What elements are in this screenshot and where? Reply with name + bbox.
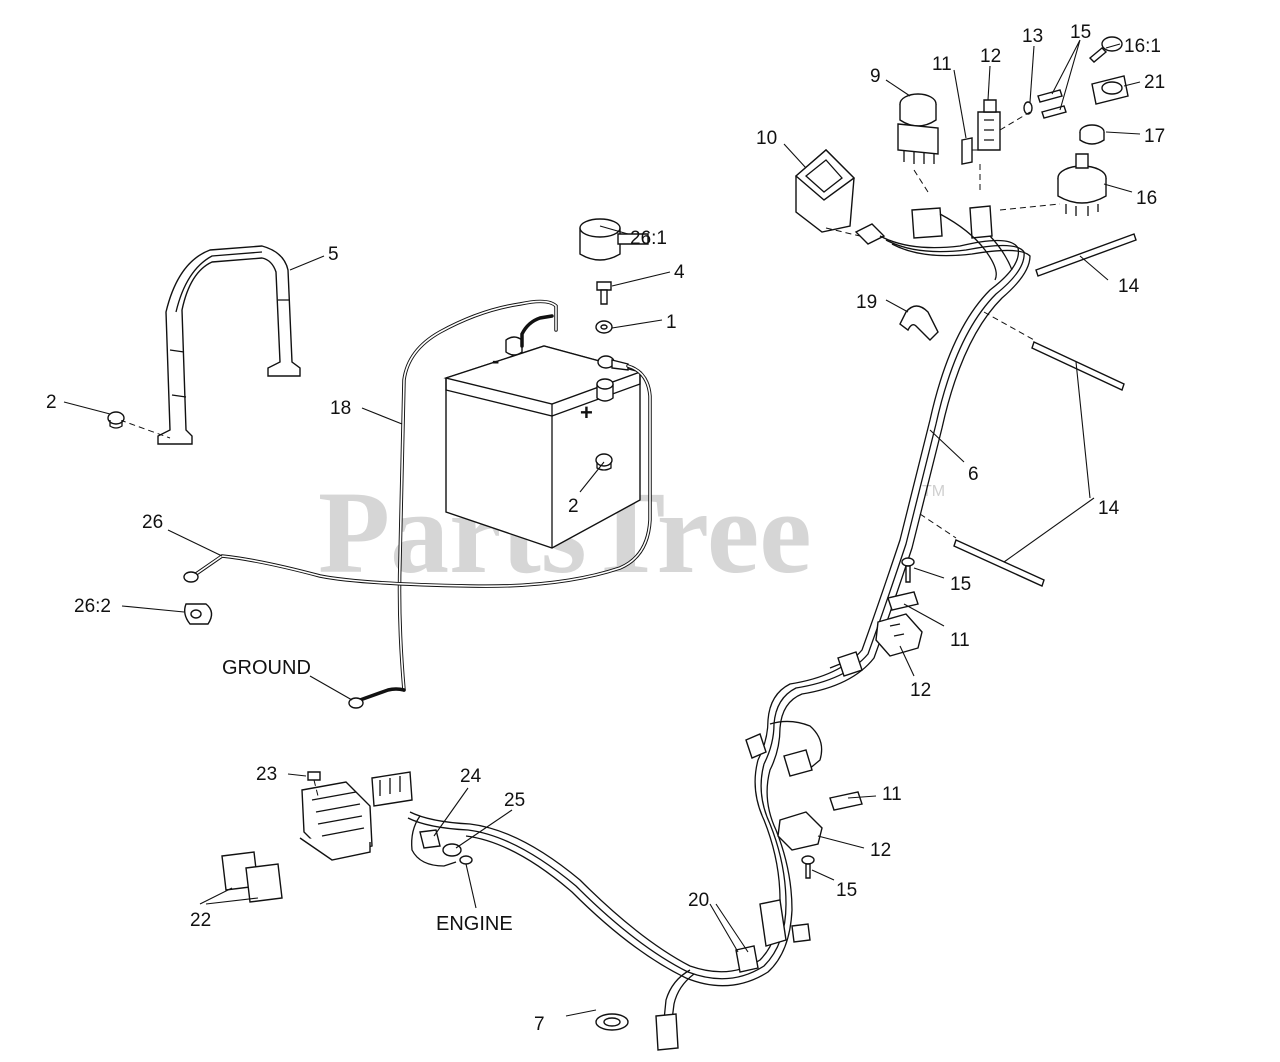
- callout-12-top: 12: [980, 46, 1001, 67]
- callout-22: 22: [190, 910, 211, 931]
- switch-12-lower: [777, 811, 823, 851]
- battery-positive-symbol: +: [580, 400, 593, 425]
- nut-2-battery: [595, 453, 613, 471]
- callout-25: 25: [504, 790, 525, 811]
- terminal-cover-26-1: [579, 218, 649, 261]
- ground-label: GROUND: [222, 657, 311, 679]
- washer-1: [595, 320, 613, 334]
- ignition-nut-17: [1079, 124, 1105, 145]
- battery-negative-symbol: -: [492, 348, 499, 373]
- callout-1: 1: [666, 312, 677, 333]
- bracket-11-mid: [887, 591, 919, 611]
- washer-13: [1023, 101, 1033, 115]
- relays-22: [221, 851, 283, 903]
- callout-6: 6: [968, 464, 979, 485]
- bracket-11-lower: [829, 791, 863, 811]
- ignition-switch-16: [1057, 153, 1107, 216]
- callout-26-2: 26:2: [74, 596, 111, 617]
- positive-ring-terminal: [597, 355, 629, 371]
- key-switch-cover-21: [1091, 75, 1129, 105]
- callout-24: 24: [460, 766, 482, 787]
- callout-17: 17: [1144, 126, 1165, 147]
- battery-cable-26: [183, 364, 652, 588]
- ignition-key-16-1: [1088, 36, 1123, 63]
- harness-connectors: [655, 651, 863, 1051]
- callout-16-1: 16:1: [1124, 36, 1161, 57]
- callout-15-top: 15: [1070, 22, 1091, 43]
- callout-7: 7: [534, 1014, 545, 1035]
- wire-harness-6: [407, 213, 1031, 1021]
- switch-12-mid: [875, 613, 923, 657]
- engine-ring-terminal: [459, 855, 473, 865]
- callout-11-lower: 11: [882, 784, 902, 805]
- callout-14-top: 14: [1118, 276, 1140, 297]
- callout-13: 13: [1022, 26, 1043, 47]
- callout-11-top: 11: [932, 54, 952, 75]
- callout-15-lower: 15: [836, 880, 857, 901]
- bracket-11-top: [961, 137, 973, 165]
- pto-switch-9: [897, 93, 939, 164]
- clamp-19: [899, 305, 939, 341]
- callout-5: 5: [328, 244, 339, 265]
- callout-19: 19: [856, 292, 877, 313]
- seat-switch-12-top: [977, 99, 1001, 151]
- callout-9: 9: [870, 66, 881, 87]
- bolt-23: [307, 771, 321, 781]
- callout-15-mid: 15: [950, 574, 971, 595]
- fuse-block: [299, 781, 373, 861]
- callout-2-left: 2: [46, 392, 57, 413]
- callout-4: 4: [674, 262, 685, 283]
- callout-12-lower: 12: [870, 840, 891, 861]
- battery-cable-18: [348, 299, 558, 709]
- callout-21: 21: [1144, 72, 1165, 93]
- callout-12-mid: 12: [910, 680, 931, 701]
- grommet-7: [595, 1013, 629, 1031]
- leader-lines: [63, 39, 1141, 1017]
- cable-ties-14: [953, 233, 1137, 587]
- battery-hold-down-bracket: [157, 245, 301, 445]
- screw-15-lower: [801, 855, 815, 879]
- callout-26: 26: [142, 512, 163, 533]
- callout-16: 16: [1136, 188, 1157, 209]
- callout-2-battery: 2: [568, 496, 579, 517]
- harness-top-connectors: [854, 205, 993, 245]
- screw-15-mid: [901, 557, 915, 583]
- callout-14-lower: 14: [1098, 498, 1120, 519]
- callout-20: 20: [688, 890, 709, 911]
- battery: [443, 336, 643, 549]
- callout-26-1: 26:1: [630, 228, 667, 249]
- relay-connector: [371, 771, 413, 807]
- nut-2-left: [107, 411, 125, 429]
- callout-10: 10: [756, 128, 777, 149]
- callout-18: 18: [330, 398, 351, 419]
- callout-11-mid: 11: [950, 630, 970, 651]
- cable-boot-26-2: [183, 603, 213, 625]
- engine-label: ENGINE: [436, 913, 513, 935]
- bolt-4: [596, 281, 612, 305]
- callout-23: 23: [256, 764, 277, 785]
- hour-meter-10: [794, 149, 856, 233]
